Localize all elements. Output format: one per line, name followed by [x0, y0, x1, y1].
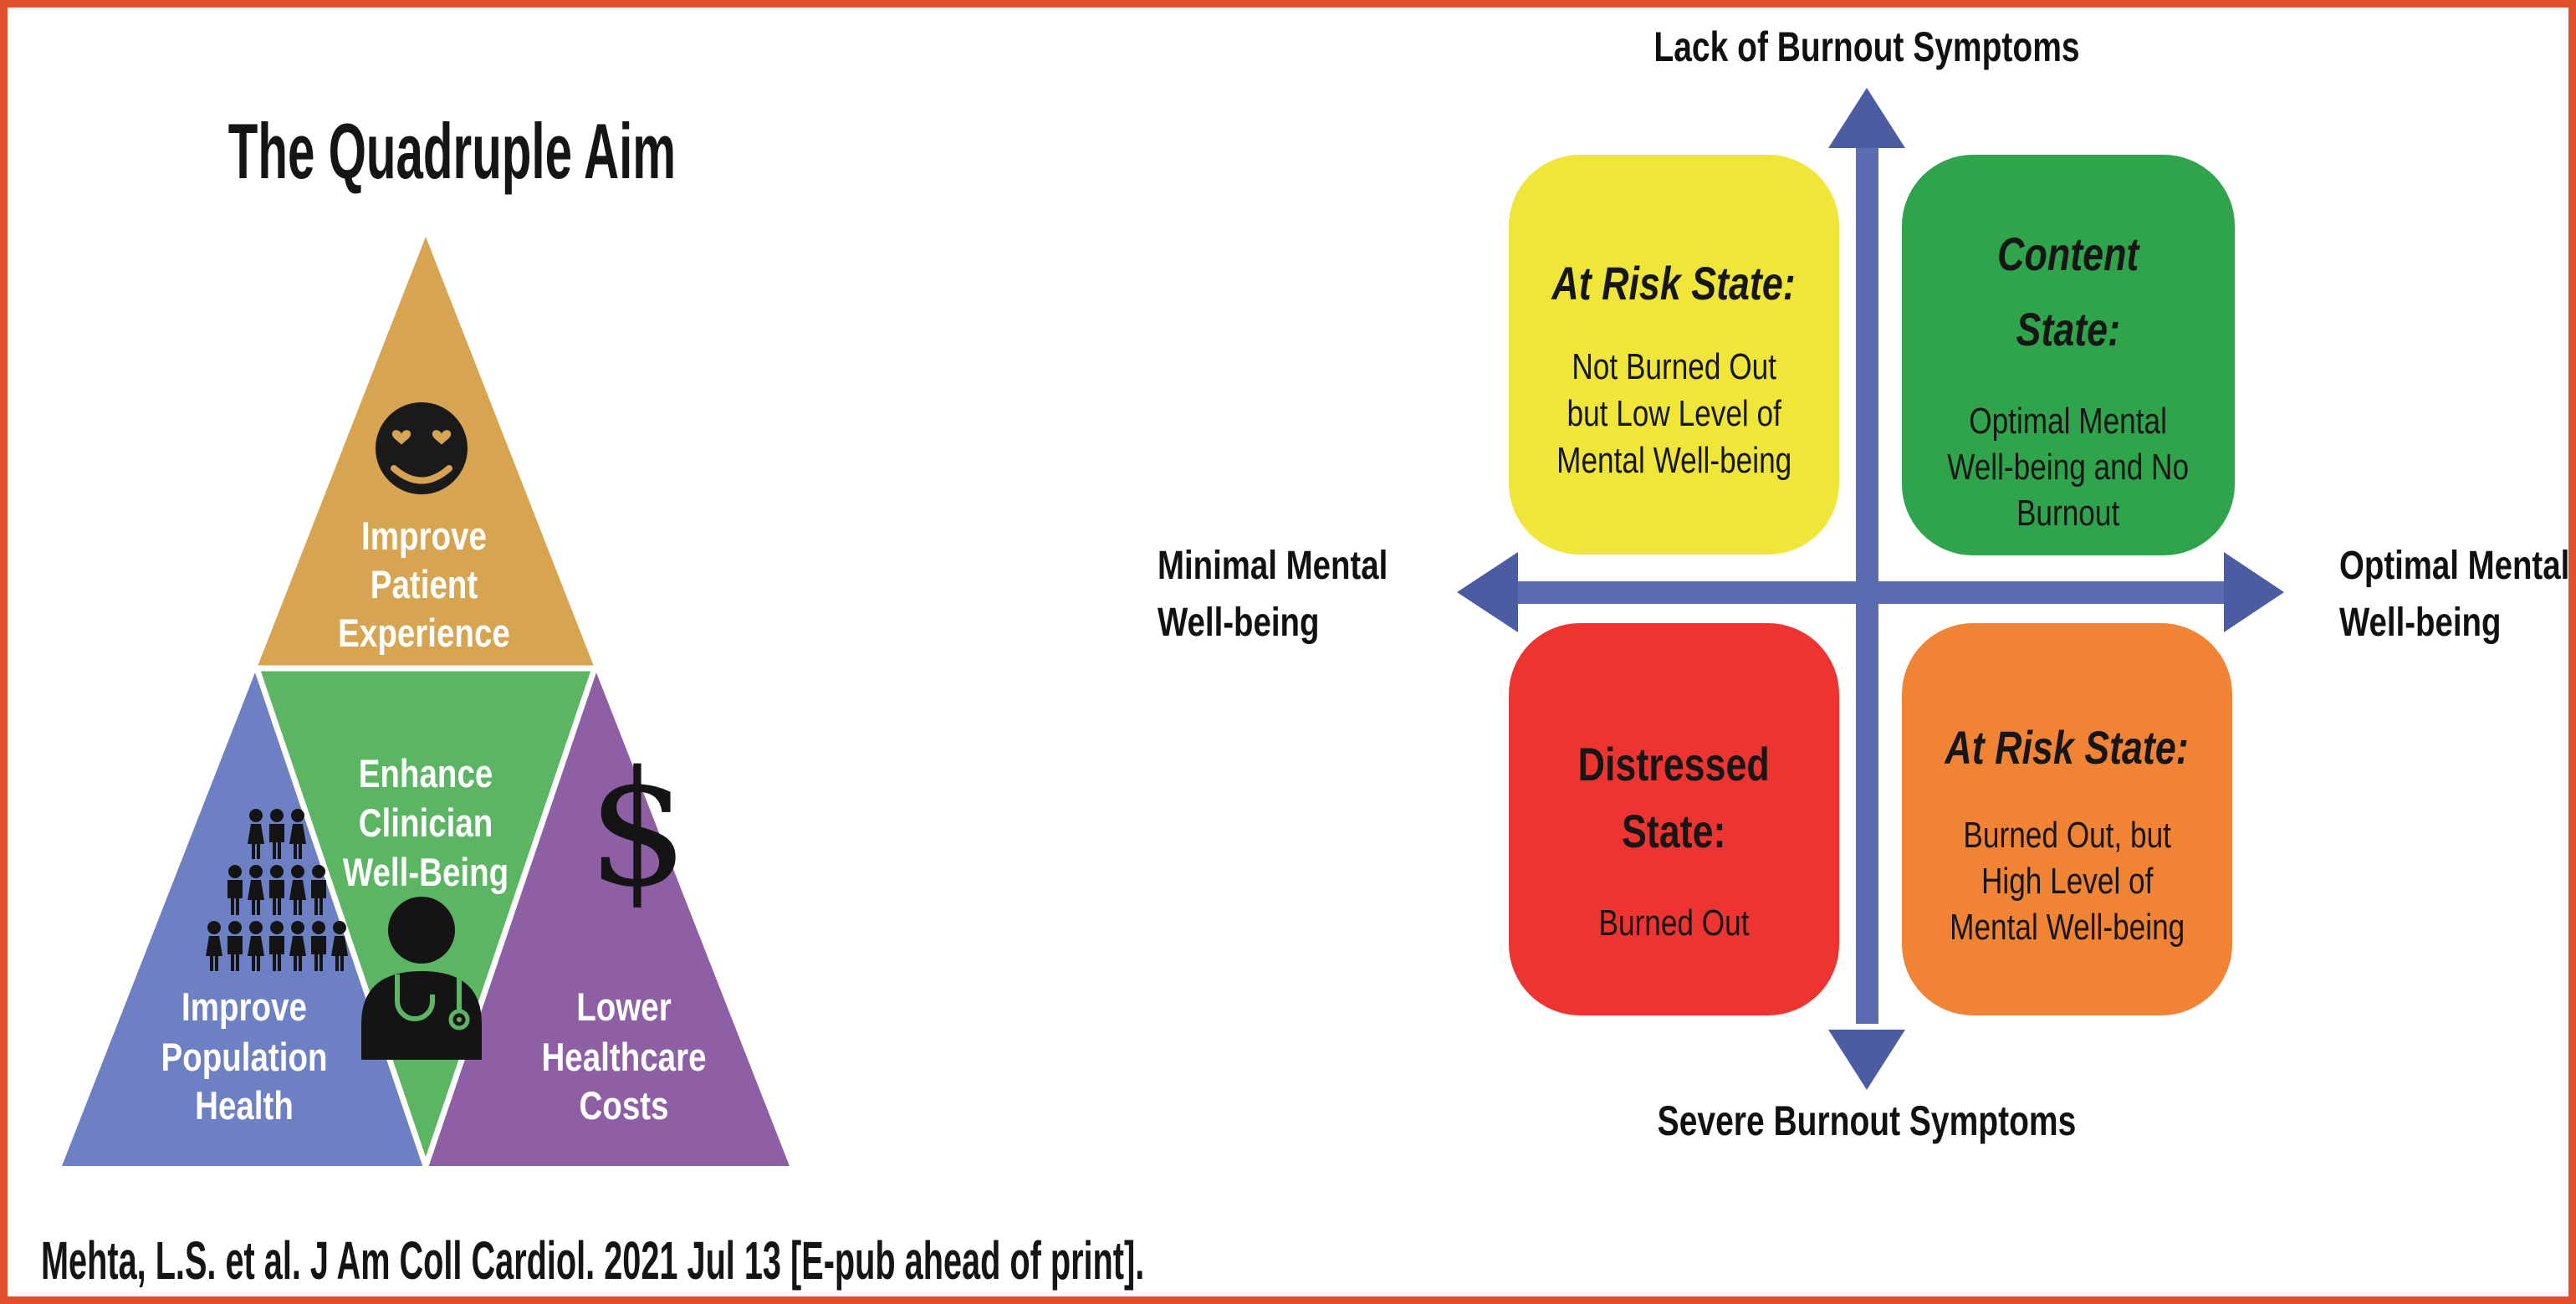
burnout-matrix-axes — [1457, 88, 2284, 1090]
citation: Mehta, L.S. et al. J Am Coll Cardiol. 20… — [41, 1230, 1145, 1291]
svg-text:Improve: Improve — [181, 985, 307, 1029]
svg-text:Experience: Experience — [338, 611, 510, 655]
svg-text:Well-Being: Well-Being — [343, 851, 509, 894]
quadrant-title: At Risk State: — [1551, 257, 1797, 309]
svg-text:Patient: Patient — [371, 563, 478, 606]
left-section-label: Improve Population Health — [161, 985, 327, 1128]
right-section-label: Lower Healthcare Costs — [541, 985, 706, 1128]
axis-label-left-line2: Well-being — [1158, 601, 1320, 645]
heart-eyes-smiley-icon — [376, 402, 468, 494]
svg-text:Lower: Lower — [576, 985, 672, 1029]
quadrant-distressed-state: Distressed State: Burned Out — [1509, 623, 1839, 1015]
svg-text:Population: Population — [161, 1036, 327, 1079]
quadrant-at-risk-low-wellbeing: At Risk State: Not Burned Out but Low Le… — [1509, 155, 1839, 555]
svg-text:Clinician: Clinician — [359, 801, 493, 845]
quadrant-body: Burned Out — [1598, 903, 1750, 943]
axis-label-right-line2: Well-being — [2339, 601, 2502, 645]
quadrant-content-state: Content State: Optimal Mental Well-being… — [1902, 155, 2235, 555]
quadrant-title: Distressed State: — [1577, 738, 1771, 857]
svg-text:Health: Health — [195, 1084, 294, 1128]
clinician-icon — [361, 897, 482, 1060]
quadrant-at-risk-burned-out: At Risk State: Burned Out, but High Leve… — [1902, 623, 2232, 1015]
axis-label-bottom: Severe Burnout Symptoms — [1657, 1097, 2077, 1144]
axis-label-right: Optimal Mental Well-being — [2339, 538, 2570, 652]
axis-label-left: Minimal Mental Well-being — [1158, 538, 1388, 652]
horizontal-axis-arrow — [1457, 552, 2284, 632]
svg-text:Costs: Costs — [579, 1084, 668, 1128]
svg-text:Improve: Improve — [361, 514, 487, 558]
svg-text:Enhance: Enhance — [359, 752, 493, 795]
middle-section-label: Enhance Clinician Well-Being — [343, 752, 509, 894]
top-section-label: Improve Patient Experience — [338, 514, 510, 655]
axis-label-right-line1: Optimal Mental — [2339, 544, 2570, 588]
axis-label-top: Lack of Burnout Symptoms — [1653, 23, 2080, 70]
quadrant-body: Not Burned Out but Low Level of Mental W… — [1556, 346, 1792, 481]
axis-label-left-line1: Minimal Mental — [1158, 544, 1388, 588]
section-dividers — [253, 665, 598, 1168]
quadrant-title: Content State: — [1997, 228, 2139, 355]
quadruple-aim-pyramid: Improve Patient Experience Enhance Clini… — [62, 237, 790, 1168]
quadrant-body: Optimal Mental Well-being and No Burnout — [1947, 401, 2190, 534]
dollar-icon: $ — [588, 737, 689, 922]
svg-text:Healthcare: Healthcare — [541, 1036, 706, 1079]
section-improve-population-health — [62, 668, 426, 1166]
section-lower-healthcare-costs — [426, 668, 790, 1166]
quadrant-body: Burned Out, but High Level of Mental Wel… — [1949, 815, 2185, 948]
quadrant-title: At Risk State: — [1945, 721, 2190, 774]
